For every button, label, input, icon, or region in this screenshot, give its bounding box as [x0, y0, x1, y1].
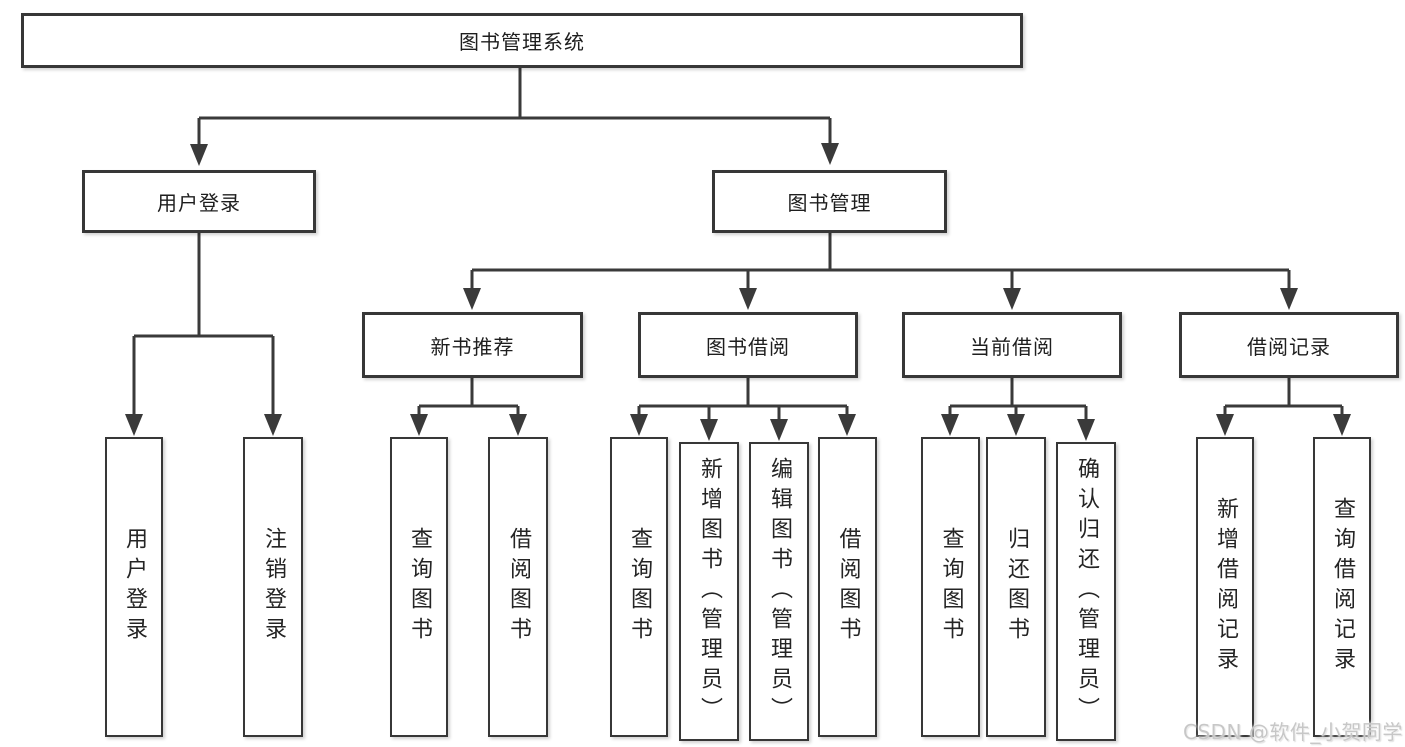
leaf-query-books-current-label: 查询图书: [938, 527, 964, 647]
node-book-management: 图书管理: [712, 170, 947, 233]
leaf-borrow-books-borrow-label: 借阅图书: [835, 527, 861, 647]
connector-root-branch: [197, 68, 832, 153]
arrowhead: [1216, 414, 1234, 436]
leaf-query-books-borrow: 查询图书: [610, 437, 668, 737]
leaf-logout-label: 注销登录: [261, 527, 286, 647]
leaf-confirm-return-admin: 确认归还（管理员）: [1056, 442, 1116, 741]
arrowhead: [264, 414, 282, 436]
leaf-user-login-label: 用户登录: [122, 527, 147, 647]
leaf-return-books: 归还图书: [986, 437, 1046, 737]
leaf-add-books-admin: 新增图书（管理员）: [679, 442, 739, 741]
leaf-add-borrow-record-label: 新增借阅记录: [1213, 497, 1238, 677]
arrowhead: [463, 288, 481, 310]
arrowhead: [630, 414, 648, 436]
leaf-user-login: 用户登录: [105, 437, 163, 737]
node-book-borrow: 图书借阅: [638, 312, 858, 378]
leaf-edit-books-admin: 编辑图书（管理员）: [749, 442, 809, 741]
node-current-borrow-label: 当前借阅: [970, 334, 1054, 359]
node-root-label: 图书管理系统: [459, 30, 585, 54]
leaf-add-books-admin-label: 新增图书（管理员）: [697, 456, 722, 727]
leaf-add-borrow-record: 新增借阅记录: [1196, 437, 1254, 737]
node-new-book-recommend-label: 新书推荐: [430, 334, 515, 359]
leaf-edit-books-admin-label: 编辑图书（管理员）: [767, 456, 792, 727]
connector-user-login-branch: [132, 233, 275, 423]
leaf-borrow-books-recommend: 借阅图书: [488, 437, 548, 737]
leaf-logout: 注销登录: [243, 437, 303, 737]
connector-arrowheads: [125, 143, 1351, 441]
leaf-return-books-label: 归还图书: [1004, 527, 1029, 647]
arrowhead: [838, 414, 856, 436]
leaf-query-books-current: 查询图书: [921, 437, 980, 737]
node-borrow-records: 借阅记录: [1179, 312, 1399, 378]
arrowhead: [190, 144, 208, 166]
leaf-confirm-return-admin-label: 确认归还（管理员）: [1074, 456, 1099, 727]
node-user-login: 用户登录: [82, 170, 316, 233]
leaf-query-books-recommend: 查询图书: [390, 437, 448, 737]
leaf-query-borrow-record-label: 查询借阅记录: [1330, 497, 1355, 677]
csdn-watermark: CSDN @软件_小贺同学: [1183, 720, 1403, 744]
connector-new-book-recommend-branch: [417, 378, 520, 423]
leaf-query-books-borrow-label: 查询图书: [627, 527, 652, 647]
node-root: 图书管理系统: [21, 13, 1023, 68]
connector-book-borrow-branch: [637, 378, 849, 428]
arrowhead: [1003, 288, 1021, 310]
arrowhead: [125, 414, 143, 436]
arrowhead: [1077, 419, 1095, 441]
node-new-book-recommend: 新书推荐: [362, 312, 583, 378]
node-book-management-label: 图书管理: [787, 191, 872, 215]
arrowhead: [410, 414, 428, 436]
leaf-query-borrow-record: 查询借阅记录: [1313, 437, 1371, 737]
arrowhead: [821, 143, 839, 165]
arrowhead: [700, 419, 718, 441]
arrowhead: [739, 288, 757, 310]
leaf-borrow-books-recommend-label: 借阅图书: [506, 527, 531, 647]
connector-paths: [132, 68, 1344, 428]
arrowhead: [1280, 288, 1298, 310]
arrowhead: [1333, 414, 1351, 436]
connector-book-management-branch: [470, 233, 1291, 297]
arrowhead: [770, 419, 788, 441]
connector-borrow-records-branch: [1223, 378, 1344, 423]
node-borrow-records-label: 借阅记录: [1247, 334, 1331, 359]
leaf-query-books-recommend-label: 查询图书: [407, 527, 432, 647]
arrowhead: [509, 414, 527, 436]
node-current-borrow: 当前借阅: [902, 312, 1122, 378]
leaf-borrow-books-borrow: 借阅图书: [818, 437, 877, 737]
node-user-login-label: 用户登录: [157, 191, 241, 215]
arrowhead: [1007, 414, 1025, 436]
node-book-borrow-label: 图书借阅: [706, 334, 790, 359]
arrowhead: [941, 414, 959, 436]
